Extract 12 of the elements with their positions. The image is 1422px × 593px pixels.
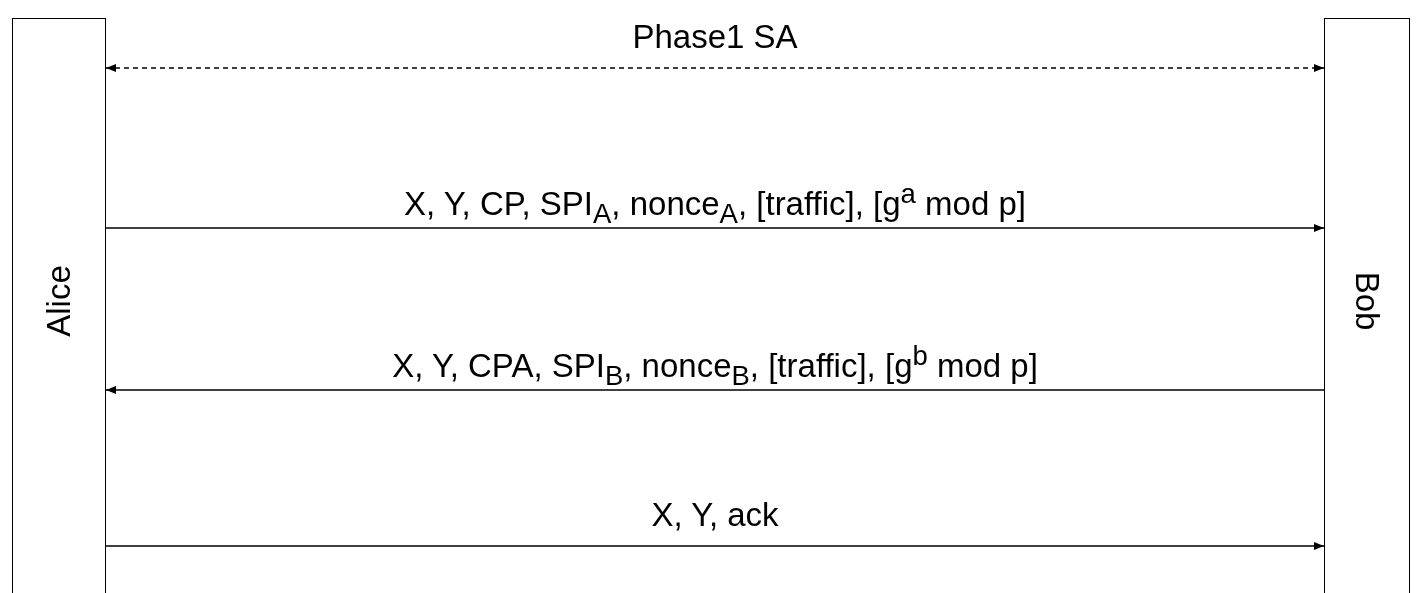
arrow <box>105 224 1325 232</box>
arrow <box>105 386 1325 394</box>
edge-label: X, Y, CPA, SPI$_{B}$, nonce$_{B}$, [traffic], [g$^{b}$ mod p] <box>392 340 1038 392</box>
dashed-arrow <box>105 64 1325 72</box>
participant-name: Alice <box>40 265 78 337</box>
edge-label: X, Y, CP, SPI$_{A}$, nonce$_{A}$, [traffic], [g$^{a}$ mod p] <box>404 178 1026 230</box>
participant-name: Bob <box>1348 271 1386 331</box>
participant-box <box>12 18 106 593</box>
edge-label: X, Y, ack <box>651 496 779 534</box>
edge-label: Phase1 SA <box>632 18 798 56</box>
arrow <box>105 542 1325 550</box>
participant-box <box>1324 18 1410 593</box>
